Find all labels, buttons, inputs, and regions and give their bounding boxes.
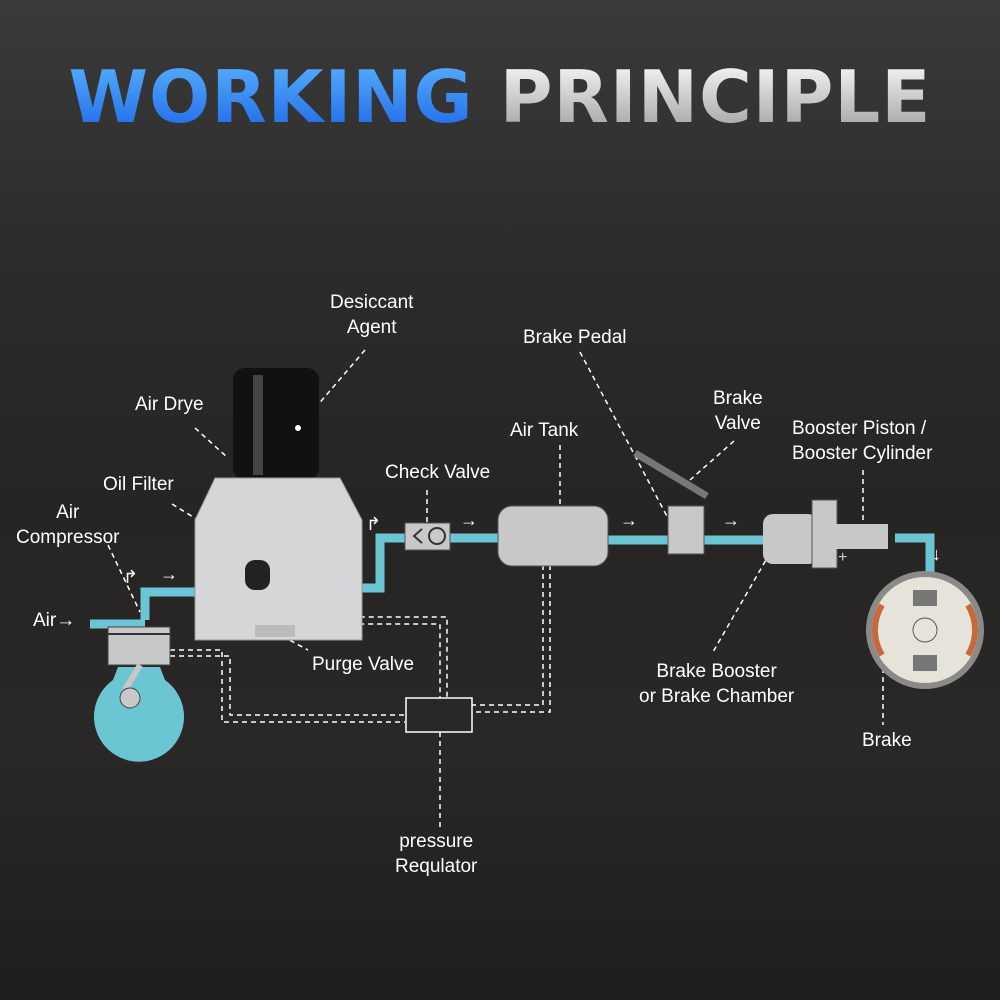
page-title: WORKING PRINCIPLE <box>0 55 1000 139</box>
label-air-drye: Air Drye <box>135 394 204 415</box>
flow-arrows: → ↱ ↱ → → → ↓ <box>123 510 941 587</box>
svg-text:+: + <box>838 549 847 566</box>
svg-text:→: → <box>160 564 178 584</box>
label-purge-valve: Purge Valve <box>312 654 415 675</box>
svg-text:↱: ↱ <box>366 514 381 534</box>
svg-text:↓: ↓ <box>932 544 941 564</box>
label-booster-piston: Booster Piston /Booster Cylinder <box>792 418 933 464</box>
air-compressor <box>94 626 184 762</box>
air-dryer <box>194 368 363 641</box>
air-tank <box>497 505 609 567</box>
air-pipes <box>90 533 935 629</box>
brake-booster: + <box>763 499 888 569</box>
svg-text:→: → <box>620 510 638 530</box>
svg-text:→: → <box>460 510 478 530</box>
brake-valve <box>633 449 709 555</box>
label-brake-pedal: Brake Pedal <box>523 327 627 348</box>
label-check-valve: Check Valve <box>385 462 491 483</box>
label-air-tank: Air Tank <box>510 420 579 441</box>
svg-text:↱: ↱ <box>123 567 138 587</box>
svg-text:→: → <box>722 510 740 530</box>
label-oil-filter: Oil Filter <box>103 474 174 495</box>
check-valve <box>404 522 451 551</box>
pressure-regulator <box>405 697 473 733</box>
label-brake: Brake <box>862 730 912 751</box>
title-principle: PRINCIPLE <box>499 55 932 139</box>
title-working: WORKING <box>68 55 474 139</box>
drum-brake <box>866 571 984 689</box>
label-air: Air→ <box>33 610 76 631</box>
